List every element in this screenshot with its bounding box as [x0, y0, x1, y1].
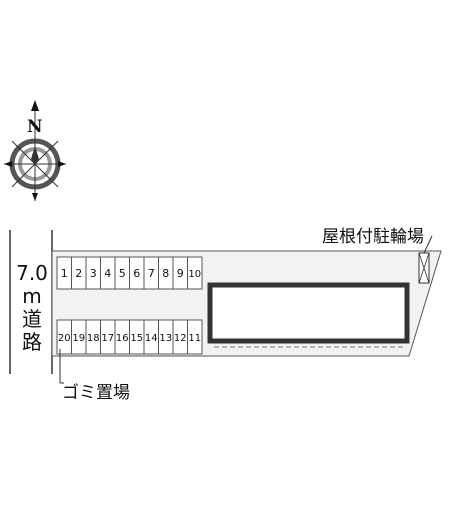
bottom-stall-number-13: 13: [159, 333, 172, 344]
bottom-stall-number-17: 17: [101, 333, 114, 344]
bottom-stall-number-16: 16: [116, 333, 129, 344]
garbage-area-label: ゴミ置場: [62, 383, 130, 403]
bottom-stall-number-15: 15: [130, 333, 143, 344]
building: [207, 282, 410, 344]
bicycle-callout-line: [423, 235, 433, 254]
top-stall-10: [187, 256, 203, 290]
top-stall-number-7: 7: [148, 267, 155, 280]
top-stall-number-10: 10: [188, 269, 201, 280]
bottom-stall-number-19: 19: [72, 333, 85, 344]
top-stall-number-1: 1: [61, 267, 68, 280]
bottom-stall-11: [187, 319, 203, 355]
top-stall-number-8: 8: [162, 267, 169, 280]
road-label-char-2: 路: [22, 330, 42, 354]
bottom-stall-number-18: 18: [87, 333, 100, 344]
top-stall-number-3: 3: [90, 267, 97, 280]
bottom-stall-number-12: 12: [174, 333, 187, 344]
compass-rose-icon: [4, 100, 66, 201]
road-label: 7.0 m 道 路: [14, 262, 50, 354]
top-stall-number-6: 6: [133, 267, 140, 280]
road-width-value: 7.0: [16, 261, 48, 285]
bicycle-parking-cross-2: [418, 252, 430, 284]
bottom-stall-number-14: 14: [145, 333, 158, 344]
bicycle-parking-label: 屋根付駐輪場: [322, 227, 424, 247]
compass-north-label: N: [27, 117, 43, 137]
top-stall-number-9: 9: [177, 267, 184, 280]
top-stall-number-4: 4: [104, 267, 111, 280]
top-stall-number-5: 5: [119, 267, 126, 280]
top-stall-number-2: 2: [75, 267, 82, 280]
bottom-stall-number-20: 20: [58, 333, 71, 344]
bottom-stall-number-11: 11: [188, 333, 201, 344]
road-label-char-1: 道: [22, 307, 42, 331]
road-width-unit: m: [22, 284, 42, 308]
